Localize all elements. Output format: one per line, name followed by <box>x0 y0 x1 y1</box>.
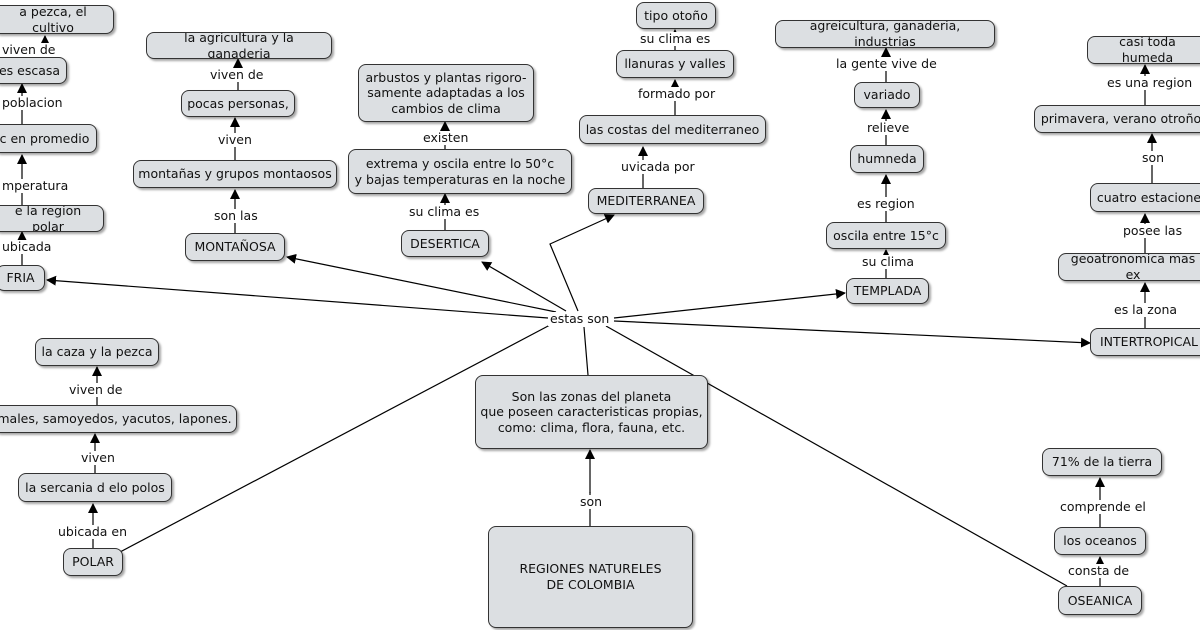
node-inter-geo[interactable]: geoatronomica mas ex <box>1058 253 1200 281</box>
label-templ-es-region: es region <box>855 196 917 211</box>
label-inter-son: son <box>1140 150 1167 165</box>
label-inter-es-la-zona: es la zona <box>1112 302 1180 317</box>
label-fria-viven-de: viven de <box>0 42 58 57</box>
label-mont-viven-de: viven de <box>208 67 266 82</box>
link-definicion-estas-son <box>583 326 589 376</box>
node-fria-promedio[interactable]: c en promedio <box>0 124 97 153</box>
node-templ-agricultura[interactable]: agreicultura, ganaderia, industrias <box>775 20 995 48</box>
label-fria-poblacion: poblacion <box>0 95 65 110</box>
node-fria-region-polar[interactable]: e la region polar <box>0 205 104 232</box>
link-estas-polar <box>119 324 551 553</box>
label-med-uvicada-por: uvicada por <box>619 159 697 174</box>
node-med-otono[interactable]: tipo otoño <box>636 2 716 29</box>
node-mediterranea[interactable]: MEDITERRANEA <box>588 188 704 214</box>
label-mont-son-las: son las <box>212 208 260 223</box>
link-estas-templada <box>613 288 846 319</box>
label-fria-temperatura: mperatura <box>0 178 71 193</box>
node-inter-humeda[interactable]: casi toda humeda <box>1087 36 1200 64</box>
node-montanosa-personas[interactable]: pocas personas, <box>181 90 295 117</box>
label-polar-ubicada-en: ubicada en <box>56 524 130 539</box>
link-estas-desertica <box>481 261 567 312</box>
node-montanosa-montanas[interactable]: montañas y grupos montaosos <box>133 160 337 188</box>
node-fria-pezca[interactable]: a pezca, el cultivo <box>0 5 114 34</box>
node-fria[interactable]: FRIA <box>0 265 45 291</box>
label-inter-es-una-region: es una region <box>1105 75 1195 90</box>
node-templada[interactable]: TEMPLADA <box>846 278 929 304</box>
node-definicion[interactable]: Son las zonas del planeta que poseen car… <box>475 375 708 449</box>
link-estas-intertropical <box>613 320 1091 348</box>
node-oseanica[interactable]: OSEANICA <box>1058 586 1142 615</box>
label-med-formado-por: formado por <box>636 86 718 101</box>
node-templ-variado[interactable]: variado <box>854 82 920 108</box>
label-templ-relieve: relieve <box>865 120 912 135</box>
label-estas-son: estas son <box>548 311 612 326</box>
node-intertropical[interactable]: INTERTROPICAL <box>1090 328 1200 356</box>
node-desertica-arbustos[interactable]: arbustos y plantas rigoro- samente adapt… <box>358 64 534 122</box>
node-med-costas[interactable]: las costas del mediterraneo <box>579 115 766 144</box>
node-inter-cuatro[interactable]: cuatro estacione <box>1090 183 1200 212</box>
label-med-su-clima-es: su clima es <box>638 31 713 46</box>
label-osea-consta-de: consta de <box>1066 563 1132 578</box>
node-polar-sercania[interactable]: la sercania d elo polos <box>18 473 172 502</box>
label-templ-su-clima: su clima <box>860 254 917 269</box>
label-inter-posee-las: posee las <box>1121 223 1185 238</box>
label-polar-viven-de: viven de <box>67 382 125 397</box>
node-templ-oscila[interactable]: oscila entre 15°c <box>826 222 946 249</box>
node-polar-caza[interactable]: la caza y la pezca <box>35 338 159 366</box>
label-osea-comprende-el: comprende el <box>1058 499 1148 514</box>
node-polar[interactable]: POLAR <box>63 548 123 576</box>
node-inter-primavera[interactable]: primavera, verano otroño <box>1034 105 1200 133</box>
node-templ-humneda[interactable]: humneda <box>850 145 924 173</box>
link-estas-fria <box>46 275 549 319</box>
label-son: son <box>578 494 605 509</box>
node-desertica[interactable]: DESERTICA <box>401 230 489 257</box>
node-med-llanuras[interactable]: llanuras y valles <box>616 50 734 78</box>
label-mont-viven: viven <box>216 132 254 147</box>
node-polar-males[interactable]: males, samoyedos, yacutos, lapones. <box>0 405 237 433</box>
label-polar-viven: viven <box>79 450 117 465</box>
label-templ-gente-vive: la gente vive de <box>834 56 939 71</box>
node-montanosa-agricultura[interactable]: la agricultura y la ganaderia <box>146 32 332 59</box>
label-fria-ubicada: ubicada <box>0 239 54 254</box>
label-des-su-clima-es: su clima es <box>407 204 482 219</box>
node-fria-escasa[interactable]: es escasa <box>0 57 67 84</box>
node-regiones-natureles[interactable]: REGIONES NATURELES DE COLOMBIA <box>488 526 693 628</box>
node-osea-tierra[interactable]: 71% de la tierra <box>1042 448 1162 476</box>
label-des-existen: existen <box>421 130 471 145</box>
link-estas-mediterranea <box>549 214 615 312</box>
link-estas-oseanica <box>605 325 1068 587</box>
node-osea-oceanos[interactable]: los oceanos <box>1054 527 1146 555</box>
node-montanosa[interactable]: MONTAÑOSA <box>185 233 285 261</box>
link-estas-montanosa <box>286 253 557 313</box>
node-desertica-extrema[interactable]: extrema y oscila entre lo 50°c y bajas t… <box>348 149 572 194</box>
